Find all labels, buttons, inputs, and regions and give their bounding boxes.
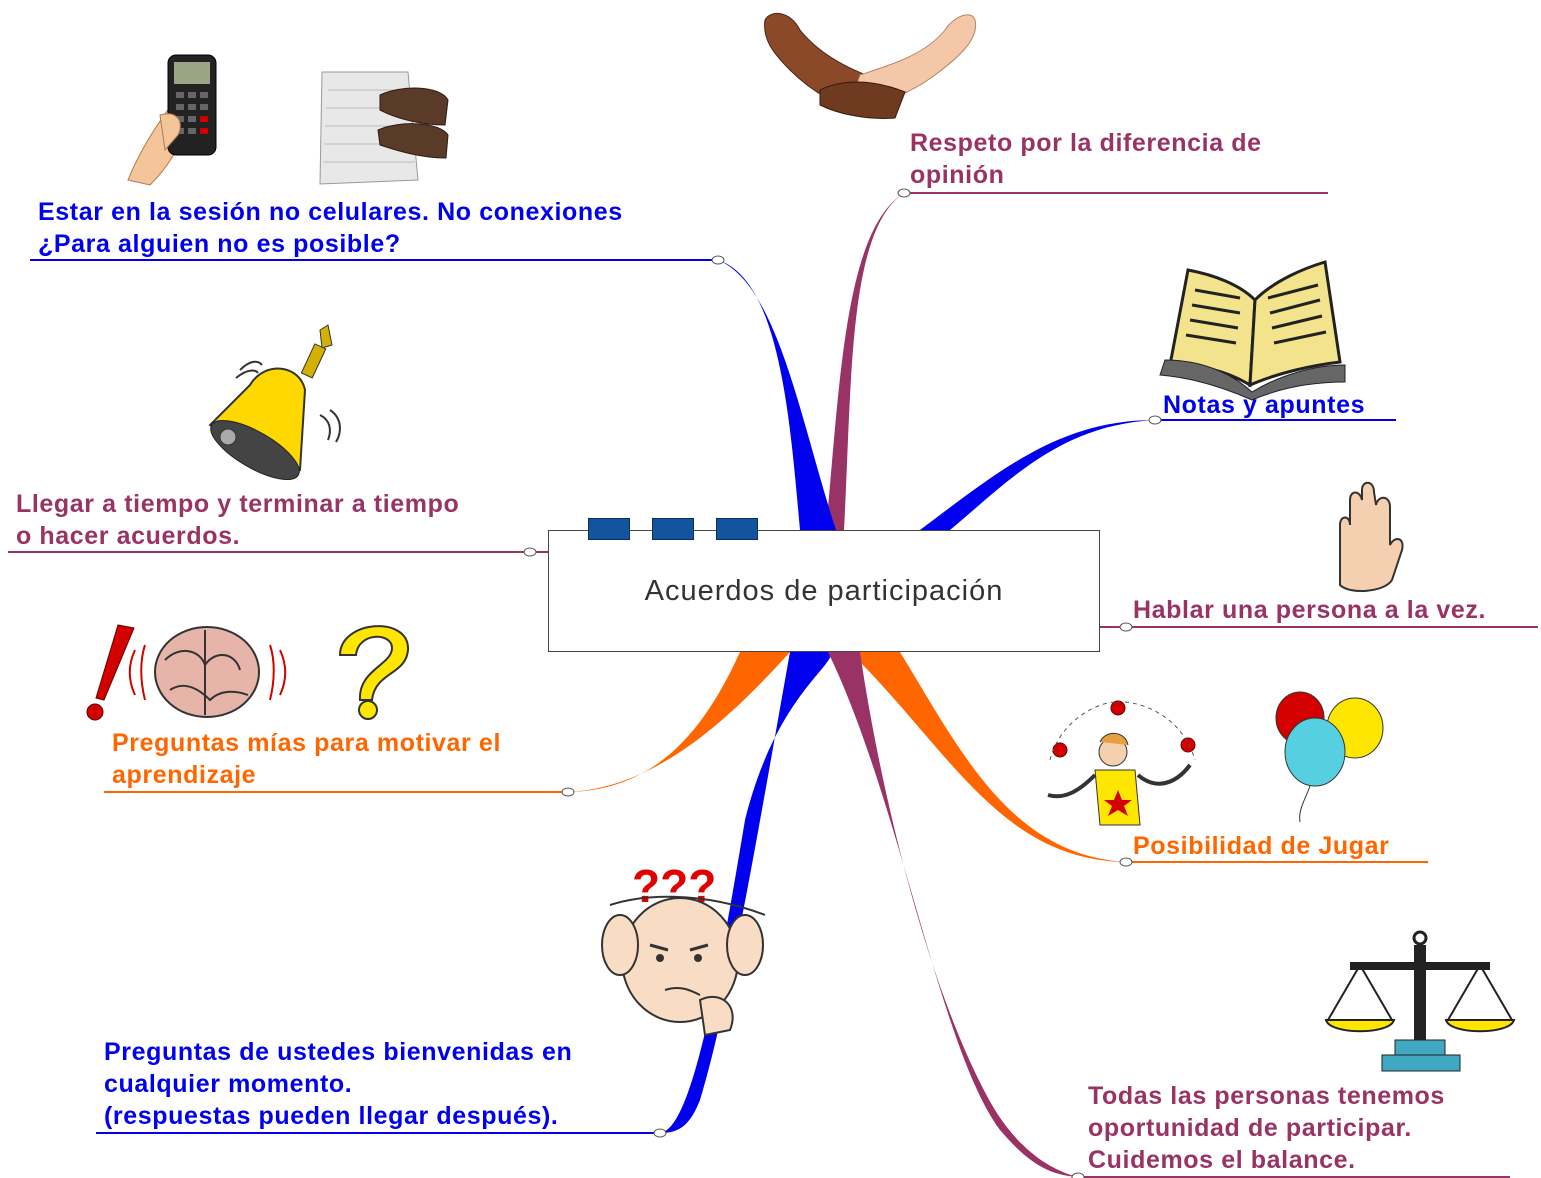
branch-tiempo-line-1: Llegar a tiempo y terminar a tiempo xyxy=(16,490,460,518)
branch-sesion-line-1: Estar en la sesión no celulares. No cone… xyxy=(38,198,623,226)
brain-icon xyxy=(128,626,287,718)
topic-tab-2 xyxy=(652,518,694,540)
question-mark-icon xyxy=(338,625,410,720)
branch-respeto-line-1: Respeto por la diferencia de xyxy=(910,129,1262,157)
branch-sesion-line-2: ¿Para alguien no es posible? xyxy=(38,230,401,258)
branch-jugar-line-1: Posibilidad de Jugar xyxy=(1133,832,1390,860)
ribbon-preguntas-ustedes xyxy=(660,652,832,1133)
branch-sesion[interactable]: Estar en la sesión no celulares. No cone… xyxy=(38,196,623,260)
ribbon-preguntas-mias xyxy=(568,652,790,792)
ribbon-notas xyxy=(920,420,1155,530)
branch-notas[interactable]: Notas y apuntes xyxy=(1163,389,1365,421)
confused-person-icon: ??? xyxy=(601,860,766,1037)
branch-preguntas-mias-line-2: aprendizaje xyxy=(112,761,257,789)
branch-notas-line-1: Notas y apuntes xyxy=(1163,391,1366,419)
branch-tiempo-line-2: o hacer acuerdos. xyxy=(16,522,241,550)
balance-scale-icon xyxy=(1324,930,1516,1072)
open-book-icon xyxy=(1159,260,1346,401)
branch-tiempo[interactable]: Llegar a tiempo y terminar a tiempo o ha… xyxy=(16,488,459,552)
balloons-icon xyxy=(1275,691,1384,823)
branch-preguntas-mias-line-1: Preguntas mías para motivar el xyxy=(112,729,501,757)
branch-ribbons xyxy=(530,193,1155,1177)
raised-hand-icon xyxy=(1339,481,1404,592)
bell-icon xyxy=(208,324,341,480)
exclamation-icon xyxy=(86,624,135,721)
branch-respeto-line-2: opinión xyxy=(910,161,1005,189)
branch-balance-line-3: Cuidemos el balance. xyxy=(1088,1146,1356,1174)
branch-preguntas-ustedes-line-2: cualquier momento. xyxy=(104,1070,353,1098)
branch-preguntas-mias[interactable]: Preguntas mías para motivar el aprendiza… xyxy=(112,727,501,791)
branch-hablar[interactable]: Hablar una persona a la vez. xyxy=(1133,594,1486,626)
branch-preguntas-ustedes-line-1: Preguntas de ustedes bienvenidas en xyxy=(104,1038,573,1066)
branch-balance-line-2: oportunidad de participar. xyxy=(1088,1114,1412,1142)
branch-preguntas-ustedes[interactable]: Preguntas de ustedes bienvenidas en cual… xyxy=(104,1036,572,1132)
keyboard-hands-icon xyxy=(319,71,449,185)
phone-in-hand-icon xyxy=(127,54,217,186)
ribbon-balance xyxy=(828,652,1078,1177)
central-topic[interactable]: Acuerdos de participación xyxy=(548,530,1100,652)
branch-jugar[interactable]: Posibilidad de Jugar xyxy=(1133,830,1390,862)
branch-hablar-line-1: Hablar una persona a la vez. xyxy=(1133,596,1487,624)
juggler-icon xyxy=(1047,700,1196,826)
ribbon-jugar xyxy=(850,652,1126,862)
topic-tab-1 xyxy=(588,518,630,540)
branch-respeto[interactable]: Respeto por la diferencia de opinión xyxy=(910,127,1262,191)
branch-preguntas-ustedes-line-3: (respuestas pueden llegar después). xyxy=(104,1102,559,1130)
topic-tab-3 xyxy=(716,518,758,540)
branch-balance[interactable]: Todas las personas tenemos oportunidad d… xyxy=(1088,1080,1445,1176)
ribbon-sesion xyxy=(718,260,836,530)
central-topic-title: Acuerdos de participación xyxy=(644,574,1004,607)
ribbon-respeto xyxy=(826,193,904,530)
handshake-icon xyxy=(764,12,977,119)
branch-balance-line-1: Todas las personas tenemos xyxy=(1088,1082,1445,1110)
branch-underlines xyxy=(8,188,1538,1178)
